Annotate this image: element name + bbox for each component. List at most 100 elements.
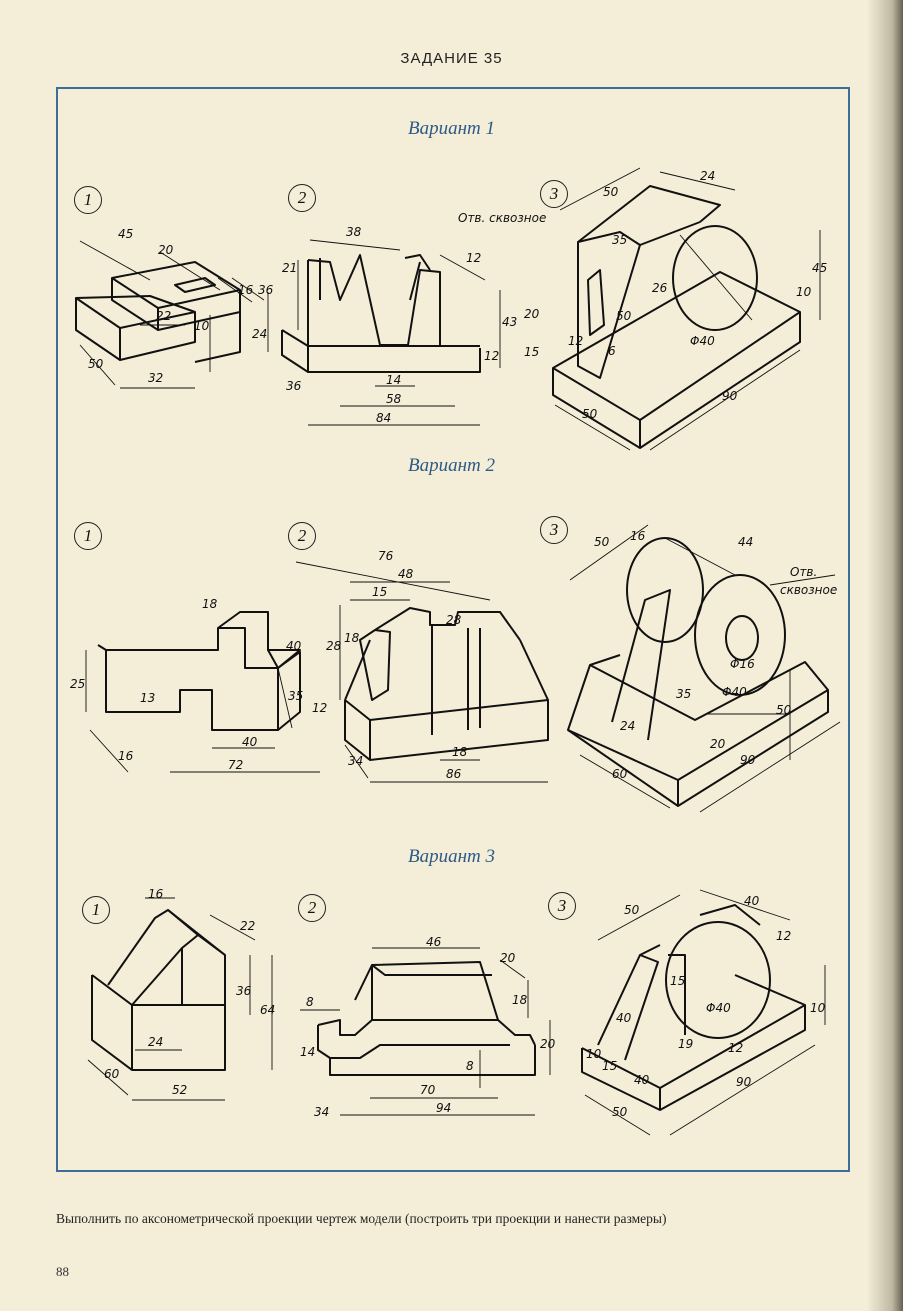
v2m3-dim-90: 90 — [740, 753, 756, 767]
v3m3-dim-50b: 50 — [612, 1105, 628, 1119]
v2m3-hole-note-1: Отв. — [790, 565, 817, 579]
v1-model-2-drawing — [281, 239, 501, 426]
v2m3-hole-note-2: сквозное — [780, 583, 837, 597]
v2m1-dim-25: 25 — [70, 677, 85, 691]
v2m1-dim-72: 72 — [228, 758, 243, 772]
v1m3-dim-50b: 50 — [616, 309, 632, 323]
v3m2-dim-18: 18 — [512, 993, 528, 1007]
v1m1-dim-32: 32 — [148, 371, 163, 385]
page-number: 88 — [56, 1264, 69, 1279]
v2-model-1-drawing — [85, 611, 320, 773]
v3m3-dim-12: 12 — [776, 929, 791, 943]
v3m1-dim-16: 16 — [148, 887, 164, 901]
v1m3-dim-20: 20 — [524, 307, 540, 321]
v3m3-dim-40: 40 — [744, 894, 760, 908]
v3-model-1-drawing — [87, 897, 273, 1101]
v2m3-dim-24: 24 — [620, 719, 635, 733]
v3m2-dim-70: 70 — [420, 1083, 436, 1097]
v2m3-dim-phi40: Φ40 — [722, 685, 747, 699]
v3m3-dim-15b: 15 — [602, 1059, 617, 1073]
v1m1-dim-45: 45 — [118, 227, 133, 241]
v1m2-dim-58: 58 — [386, 392, 402, 406]
v1m3-dim-35: 35 — [612, 233, 627, 247]
v3m1-dim-60: 60 — [104, 1067, 120, 1081]
v1m3-dim-6: 6 — [608, 344, 616, 358]
v2m2-dim-28b: 28 — [446, 613, 462, 627]
content-frame — [56, 87, 850, 1172]
v1m1-dim-20: 20 — [158, 243, 174, 257]
v1m1-dim-10: 10 — [194, 319, 210, 333]
v2-item-2-number: 2 — [288, 522, 316, 550]
v3m3-dim-15: 15 — [670, 974, 685, 988]
v2m3-dim-44: 44 — [738, 535, 753, 549]
v1m1-dim-36: 36 — [258, 283, 274, 297]
v1-item-1-number: 1 — [74, 186, 102, 214]
v3m3-dim-90: 90 — [736, 1075, 752, 1089]
v1m3-dim-24: 24 — [700, 169, 715, 183]
v1-item-3-number: 3 — [540, 180, 568, 208]
v1m1-dim-24: 24 — [252, 327, 267, 341]
v1m2-dim-12b: 12 — [484, 349, 499, 363]
v1m2-dim-12: 12 — [466, 251, 481, 265]
v2m2-dim-76: 76 — [378, 549, 394, 563]
v2m3-dim-35: 35 — [676, 687, 691, 701]
v2m1-dim-13: 13 — [140, 691, 155, 705]
v1-item-2-number: 2 — [288, 184, 316, 212]
v3-model-3-drawing — [581, 889, 826, 1136]
v2m3-dim-phi16: Φ16 — [730, 657, 755, 671]
v2m1-dim-35: 35 — [288, 689, 303, 703]
v1m3-dim-50: 50 — [603, 185, 619, 199]
v1m3-dim-50c: 50 — [582, 407, 598, 421]
v3m3-dim-19: 19 — [678, 1037, 693, 1051]
variant-2-title: Вариант 2 — [407, 455, 495, 476]
v2-model-3-drawing — [567, 524, 841, 813]
v3m2-dim-14: 14 — [300, 1045, 315, 1059]
v3-item-2-number: 2 — [298, 894, 326, 922]
v1m1-dim-50: 50 — [88, 357, 104, 371]
v1m3-dim-26: 26 — [652, 281, 668, 295]
v3m3-dim-40b: 40 — [616, 1011, 632, 1025]
v1m3-dim-90: 90 — [722, 389, 738, 403]
v3m2-dim-94: 94 — [436, 1101, 451, 1115]
v2m3-dim-60: 60 — [612, 767, 628, 781]
v1m2-dim-21: 21 — [282, 261, 297, 275]
v2m1-dim-40b: 40 — [242, 735, 258, 749]
v3-item-3-number: 3 — [548, 892, 576, 920]
v3m2-dim-46: 46 — [426, 935, 442, 949]
v3m2-dim-20b: 20 — [540, 1037, 556, 1051]
v3m1-dim-36: 36 — [236, 984, 252, 998]
v3m2-dim-8b: 8 — [466, 1059, 474, 1073]
v3-model-2-drawing — [300, 947, 551, 1116]
v1m2-dim-38: 38 — [346, 225, 362, 239]
v1m3-dim-45: 45 — [812, 261, 827, 275]
v3m3-dim-phi40: Φ40 — [706, 1001, 731, 1015]
v3m1-dim-64: 64 — [260, 1003, 275, 1017]
v2m3-dim-50b: 50 — [776, 703, 792, 717]
v3m3-dim-10b: 10 — [586, 1047, 602, 1061]
page-binding-shadow — [867, 0, 903, 1311]
v2m1-dim-40: 40 — [286, 639, 302, 653]
v2-item-3-number: 3 — [540, 516, 568, 544]
v3m3-dim-10: 10 — [810, 1001, 826, 1015]
v3m3-dim-50: 50 — [624, 903, 640, 917]
v1-model-3-drawing — [552, 167, 821, 451]
v1m2-dim-84: 84 — [376, 411, 391, 425]
v2m2-dim-28: 28 — [326, 639, 342, 653]
v3m2-dim-20: 20 — [500, 951, 516, 965]
v1m1-dim-16: 16 — [238, 283, 254, 297]
v2m2-dim-15: 15 — [372, 585, 387, 599]
v3m3-dim-40c: 40 — [634, 1073, 650, 1087]
v2m3-dim-50: 50 — [594, 535, 610, 549]
task-instruction: Выполнить по аксонометрической проекции … — [56, 1211, 667, 1226]
v2m2-dim-12: 12 — [312, 701, 327, 715]
v3m1-dim-52: 52 — [172, 1083, 187, 1097]
v1m3-dim-phi40: Φ40 — [690, 334, 715, 348]
v3m2-dim-34: 34 — [314, 1105, 329, 1119]
v2m3-dim-16: 16 — [630, 529, 646, 543]
page-header: ЗАДАНИЕ 35 — [400, 50, 503, 67]
v3m3-dim-12b: 12 — [728, 1041, 743, 1055]
v3m1-dim-24: 24 — [148, 1035, 163, 1049]
v2m2-dim-86: 86 — [446, 767, 462, 781]
v3-item-1-number: 1 — [82, 896, 110, 924]
